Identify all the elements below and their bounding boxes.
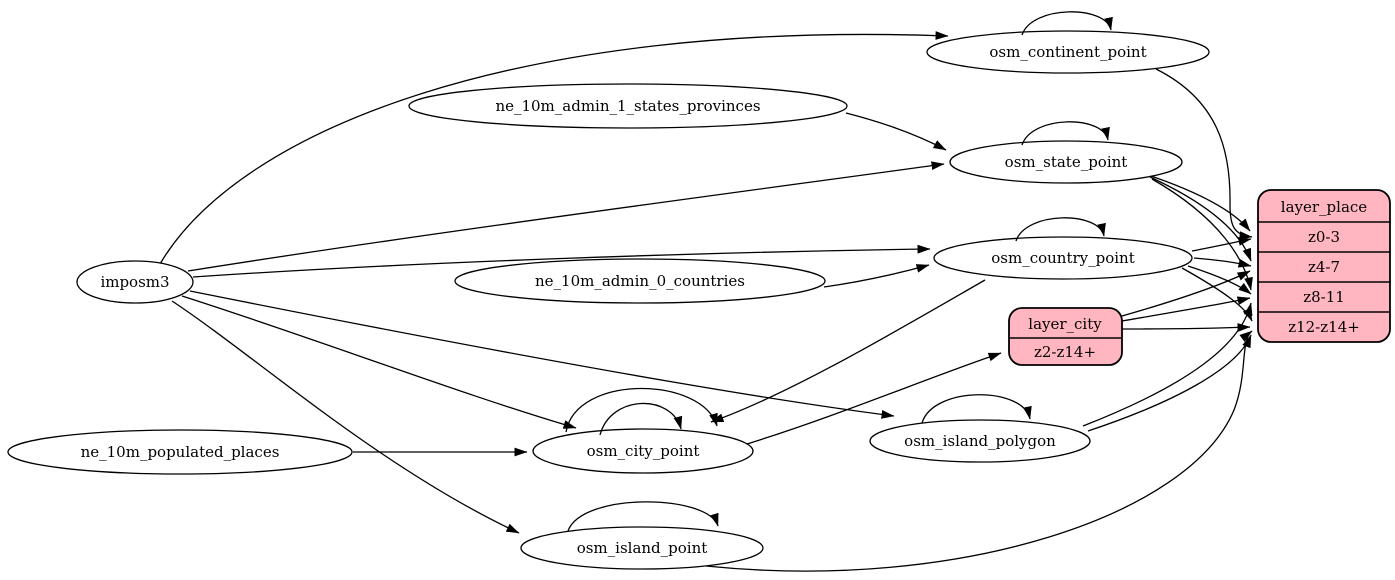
self-loop-osm_continent_point — [1021, 11, 1113, 36]
node-osm_city_point: osm_city_point — [532, 428, 754, 474]
record-layer_city: layer_city z2-z14+ — [1008, 307, 1123, 366]
edge-osm_island_point-layer_place-z12-z14 — [705, 330, 1253, 572]
node-osm_island_point: osm_island_point — [520, 526, 764, 570]
node-osm_island_polygon-label: osm_island_polygon — [904, 432, 1056, 450]
record-layer_place-row-z0-3: z0-3 — [1308, 228, 1340, 246]
node-osm_continent_point: osm_continent_point — [926, 30, 1210, 74]
record-layer_city-box — [1008, 307, 1123, 366]
edge-imposm3-osm_continent_point — [159, 31, 949, 265]
self-loops-group — [565, 11, 1113, 532]
edge-imposm3-osm_island_point — [171, 300, 520, 534]
node-osm_continent_point-shape — [926, 30, 1210, 74]
edge-osm_country_point-osm_city_point — [710, 279, 986, 423]
node-osm_country_point-shape — [933, 236, 1193, 280]
edge-imposm3-osm_state_point — [187, 161, 945, 272]
self-loop-osm_country_point — [1015, 217, 1106, 242]
edge-layer_city-layer_place-z8-11 — [1121, 296, 1251, 322]
edge-osm_island_polygon-layer_place-z12-z14 — [1087, 334, 1252, 432]
node-imposm3-shape — [76, 260, 194, 304]
edge-osm_country_point-layer_place-z0-3 — [1191, 237, 1252, 252]
nodes-group: imposm3 ne_10m_admin_1_states_provinces … — [7, 30, 1210, 570]
node-osm_country_point-label: osm_country_point — [991, 249, 1135, 267]
node-osm_state_point-label: osm_state_point — [1005, 153, 1128, 171]
node-ne_10m_admin_0_countries-label: ne_10m_admin_0_countries — [535, 272, 745, 290]
edge-ne_10m_admin_0_countries-osm_country_point — [823, 264, 930, 288]
node-imposm3-label: imposm3 — [100, 273, 169, 291]
node-osm_island_point-shape — [520, 526, 764, 570]
edge-osm_city_point-layer_city-z2-z14 — [746, 352, 1002, 445]
self-loop-osm_island_polygon — [921, 394, 1032, 424]
edge-osm_country_point-layer_place-z4-7 — [1193, 257, 1252, 268]
record-layer_place: layer_place z0-3 z4-7 z8-11 z12-z14+ — [1257, 189, 1391, 343]
node-ne_10m_populated_places-label: ne_10m_populated_places — [81, 443, 280, 461]
edges-group — [159, 31, 1253, 572]
node-ne_10m_admin_1_states_provinces: ne_10m_admin_1_states_provinces — [408, 83, 848, 129]
edge-imposm3-osm_country_point — [192, 244, 931, 278]
node-ne_10m_admin_0_countries-shape — [454, 258, 826, 304]
self-loop-osm_city_point-inner — [599, 402, 683, 436]
node-osm_island_polygon-shape — [869, 419, 1091, 463]
edge-osm_country_point-layer_place-z12-z14 — [1181, 267, 1253, 322]
self-loop-osm_island_point — [567, 501, 719, 532]
node-osm_country_point: osm_country_point — [933, 236, 1193, 280]
edge-osm_state_point-layer_place-z4-7 — [1149, 176, 1252, 262]
node-osm_city_point-shape — [532, 428, 754, 474]
edge-osm_state_point-layer_place-z0-3 — [1147, 174, 1251, 232]
node-osm_city_point-label: osm_city_point — [587, 442, 700, 460]
edge-ne_10m_admin_1_states_provinces-osm_state_point — [845, 112, 947, 151]
node-osm_state_point: osm_state_point — [949, 140, 1183, 184]
node-imposm3: imposm3 — [76, 260, 194, 304]
node-osm_island_polygon: osm_island_polygon — [869, 419, 1091, 463]
self-loop-osm_state_point — [1021, 121, 1110, 146]
edge-osm_country_point-layer_place-z8-11 — [1187, 265, 1252, 295]
node-osm_continent_point-label: osm_continent_point — [989, 43, 1146, 61]
record-layer_place-row-z12-z14: z12-z14+ — [1288, 318, 1360, 336]
record-layer_city-row-z2-z14: z2-z14+ — [1034, 343, 1096, 361]
record-layer_place-row-z8-11: z8-11 — [1303, 288, 1345, 306]
node-ne_10m_admin_1_states_provinces-shape — [408, 83, 848, 129]
record-layer_place-row-z4-7: z4-7 — [1308, 258, 1340, 276]
edge-imposm3-osm_city_point — [181, 295, 577, 429]
node-osm_island_point-label: osm_island_point — [577, 539, 708, 557]
record-layer_place-title: layer_place — [1281, 198, 1368, 216]
edge-imposm3-osm_island_polygon — [189, 290, 895, 419]
node-ne_10m_populated_places-shape — [7, 429, 353, 475]
record-layer_city-title: layer_city — [1028, 315, 1102, 333]
edge-layer_city-layer_place-z4-7 — [1121, 270, 1251, 317]
node-ne_10m_populated_places: ne_10m_populated_places — [7, 429, 353, 475]
record-layer_place-box — [1257, 189, 1391, 343]
edge-osm_island_polygon-layer_place-z8-11 — [1082, 302, 1253, 427]
node-ne_10m_admin_1_states_provinces-label: ne_10m_admin_1_states_provinces — [495, 97, 760, 115]
edge-osm_continent_point-layer_place-z0-3 — [1155, 68, 1253, 240]
node-osm_state_point-shape — [949, 140, 1183, 184]
node-ne_10m_admin_0_countries: ne_10m_admin_0_countries — [454, 258, 826, 304]
self-loop-osm_city_point-outer — [565, 387, 718, 433]
